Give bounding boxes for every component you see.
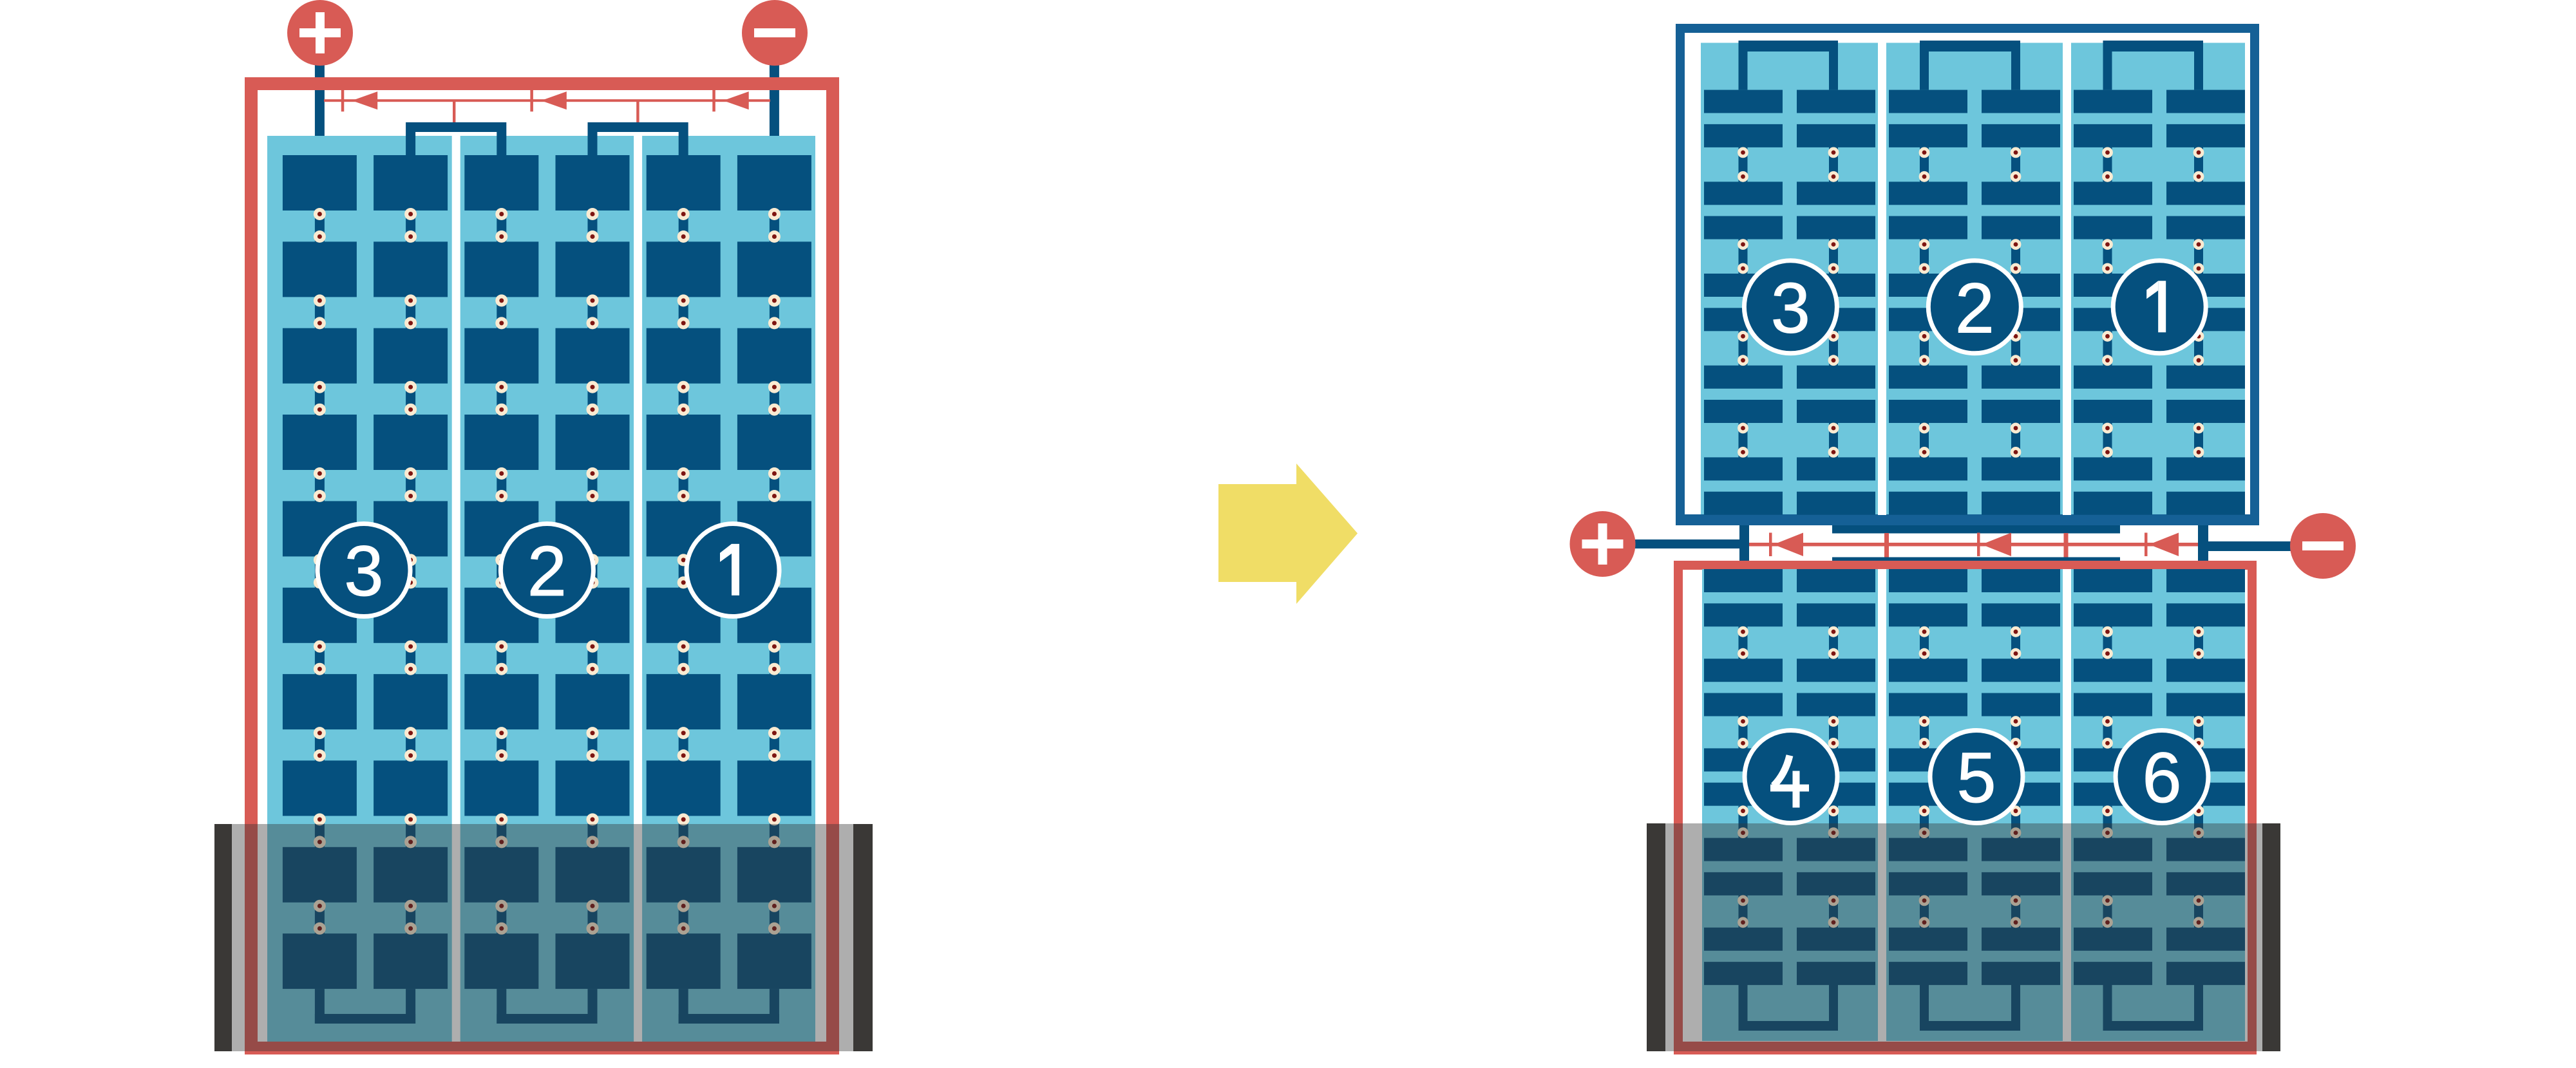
svg-text:2: 2	[527, 532, 567, 611]
svg-text:3: 3	[344, 532, 383, 611]
svg-text:3: 3	[1771, 268, 1810, 348]
svg-text:6: 6	[2142, 738, 2181, 818]
svg-text:2: 2	[1955, 268, 1994, 348]
svg-text:5: 5	[1956, 738, 1996, 818]
